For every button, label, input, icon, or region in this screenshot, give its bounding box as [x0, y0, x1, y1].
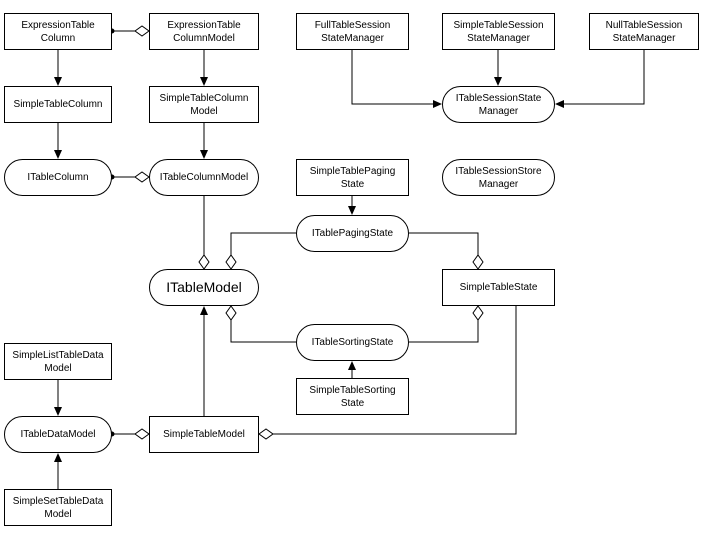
node-simple-list-table-data-model[interactable]: SimpleListTableData Model [4, 343, 112, 380]
edge-null-table-session-state-manager-to-itable-session-state-manager [564, 50, 645, 105]
edge-itable-column-model-to-itable-model-diamond [198, 254, 210, 270]
edge-full-table-session-state-manager-to-itable-session-state-manager-arrowhead [433, 100, 442, 108]
edge-expression-table-column-model-to-simple-table-column-model-arrowhead [200, 77, 208, 86]
edge-itable-sorting-state-to-simple-table-state-diamond [472, 305, 484, 321]
node-label: ITableColumn [27, 172, 89, 183]
edge-itable-sorting-state-to-simple-table-state [409, 320, 479, 343]
node-full-table-session-state-manager[interactable]: FullTableSession StateManager [296, 13, 409, 50]
node-label: ITablePagingState [311, 228, 394, 239]
node-label: ITableSortingState [311, 337, 394, 348]
edge-itable-paging-state-to-simple-table-state [409, 232, 479, 255]
node-label: ITableColumnModel [159, 172, 249, 183]
edge-expression-table-column-to-expression-table-column-model-diamond [134, 25, 150, 37]
node-label: ExpressionTable ColumnModel [167, 19, 241, 44]
node-itable-column[interactable]: ITableColumn [4, 159, 112, 196]
edge-simple-table-paging-state-to-itable-paging-state-arrowhead [348, 206, 356, 215]
node-expression-table-column-model[interactable]: ExpressionTable ColumnModel [149, 13, 259, 50]
node-simple-set-table-data-model[interactable]: SimpleSetTableData Model [4, 489, 112, 526]
node-simple-table-column[interactable]: SimpleTableColumn [4, 86, 112, 123]
node-simple-table-state[interactable]: SimpleTableState [442, 269, 555, 306]
edge-simple-table-sorting-state-to-itable-sorting-state-arrowhead [348, 361, 356, 370]
node-null-table-session-state-manager[interactable]: NullTableSession StateManager [589, 13, 699, 50]
node-simple-table-model[interactable]: SimpleTableModel [149, 416, 259, 453]
node-label: SimpleTableColumn Model [159, 92, 249, 117]
edge-simple-list-table-data-model-to-itable-data-model-arrowhead [54, 407, 62, 416]
node-label: SimpleTableSession StateManager [453, 19, 544, 44]
edge-itable-paging-state-to-itable-model-diamond [225, 254, 237, 270]
edge-itable-data-model-to-simple-table-model-diamond [134, 428, 150, 440]
node-label: ITableDataModel [20, 429, 96, 440]
edge-itable-sorting-state-to-itable-model-diamond [225, 305, 237, 321]
node-expression-table-column[interactable]: ExpressionTable Column [4, 13, 112, 50]
node-label: FullTableSession StateManager [314, 19, 391, 44]
node-simple-table-sorting-state[interactable]: SimpleTableSorting State [296, 378, 409, 415]
node-simple-table-session-state-manager[interactable]: SimpleTableSession StateManager [442, 13, 555, 50]
node-label: ITableSessionStore Manager [455, 165, 542, 190]
edge-simple-table-state-to-simple-table-model [273, 306, 517, 435]
node-itable-column-model[interactable]: ITableColumnModel [149, 159, 259, 196]
node-itable-sorting-state[interactable]: ITableSortingState [296, 324, 409, 361]
edge-simple-table-state-to-simple-table-model-diamond [258, 428, 274, 440]
node-label: ExpressionTable Column [21, 19, 95, 44]
edge-full-table-session-state-manager-to-itable-session-state-manager [351, 50, 433, 105]
edge-expression-table-column-to-simple-table-column-arrowhead [54, 77, 62, 86]
edge-itable-paging-state-to-itable-model [230, 232, 296, 255]
edge-simple-table-session-state-manager-to-itable-session-state-manager-arrowhead [494, 77, 502, 86]
edge-simple-table-model-to-itable-model-arrowhead [200, 306, 208, 315]
node-label: SimpleTableColumn [13, 99, 103, 110]
node-itable-paging-state[interactable]: ITablePagingState [296, 215, 409, 252]
node-itable-session-store-manager[interactable]: ITableSessionStore Manager [442, 159, 555, 196]
edge-itable-sorting-state-to-itable-model [230, 320, 296, 343]
edge-simple-table-column-to-itable-column-arrowhead [54, 150, 62, 159]
edge-itable-column-to-itable-column-model-diamond [134, 171, 150, 183]
edge-simple-set-table-data-model-to-itable-data-model-arrowhead [54, 453, 62, 462]
node-label: SimpleTableSorting State [309, 384, 396, 409]
node-label: SimpleTablePaging State [309, 165, 396, 190]
node-label: ITableModel [166, 279, 242, 295]
node-label: NullTableSession StateManager [605, 19, 683, 44]
node-itable-data-model[interactable]: ITableDataModel [4, 416, 112, 453]
edge-simple-table-column-model-to-itable-column-model-arrowhead [200, 150, 208, 159]
node-itable-session-state-manager[interactable]: ITableSessionState Manager [442, 86, 555, 123]
node-label: SimpleTableState [459, 282, 538, 293]
edge-null-table-session-state-manager-to-itable-session-state-manager-arrowhead [555, 100, 564, 108]
node-label: SimpleListTableData Model [12, 349, 104, 374]
node-label: ITableSessionState Manager [455, 92, 542, 117]
node-label: SimpleSetTableData Model [12, 495, 104, 520]
node-simple-table-column-model[interactable]: SimpleTableColumn Model [149, 86, 259, 123]
node-label: SimpleTableModel [163, 429, 245, 440]
node-simple-table-paging-state[interactable]: SimpleTablePaging State [296, 159, 409, 196]
edge-itable-paging-state-to-simple-table-state-diamond [472, 254, 484, 270]
node-itable-model[interactable]: ITableModel [149, 269, 259, 306]
